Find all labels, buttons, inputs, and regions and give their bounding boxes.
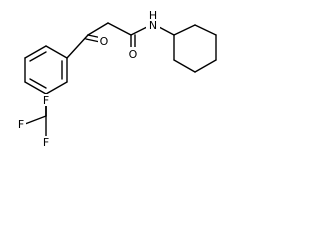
benzene-ring	[24, 45, 68, 95]
cyclohexyl-ring	[173, 24, 217, 73]
fluorine-left-label: F	[18, 118, 24, 131]
fluorine-top-label: F	[43, 94, 49, 107]
n-cyclohexyl-bond	[158, 26, 175, 36]
nitrogen-label: N	[149, 19, 157, 32]
ketone-co-bond-2	[85, 38, 101, 43]
n-carbonyl-bond	[130, 26, 148, 36]
structure-diagram: N H O O F F F	[16, 9, 217, 149]
atom-labels: N H O O F F F	[16, 9, 160, 149]
amide-oxygen-label: O	[129, 48, 138, 61]
amide-hydrogen-label: H	[149, 9, 157, 22]
ketone-oxygen-label: O	[100, 35, 109, 48]
amide-group	[130, 26, 175, 48]
fluorine-bottom-label: F	[43, 136, 49, 149]
